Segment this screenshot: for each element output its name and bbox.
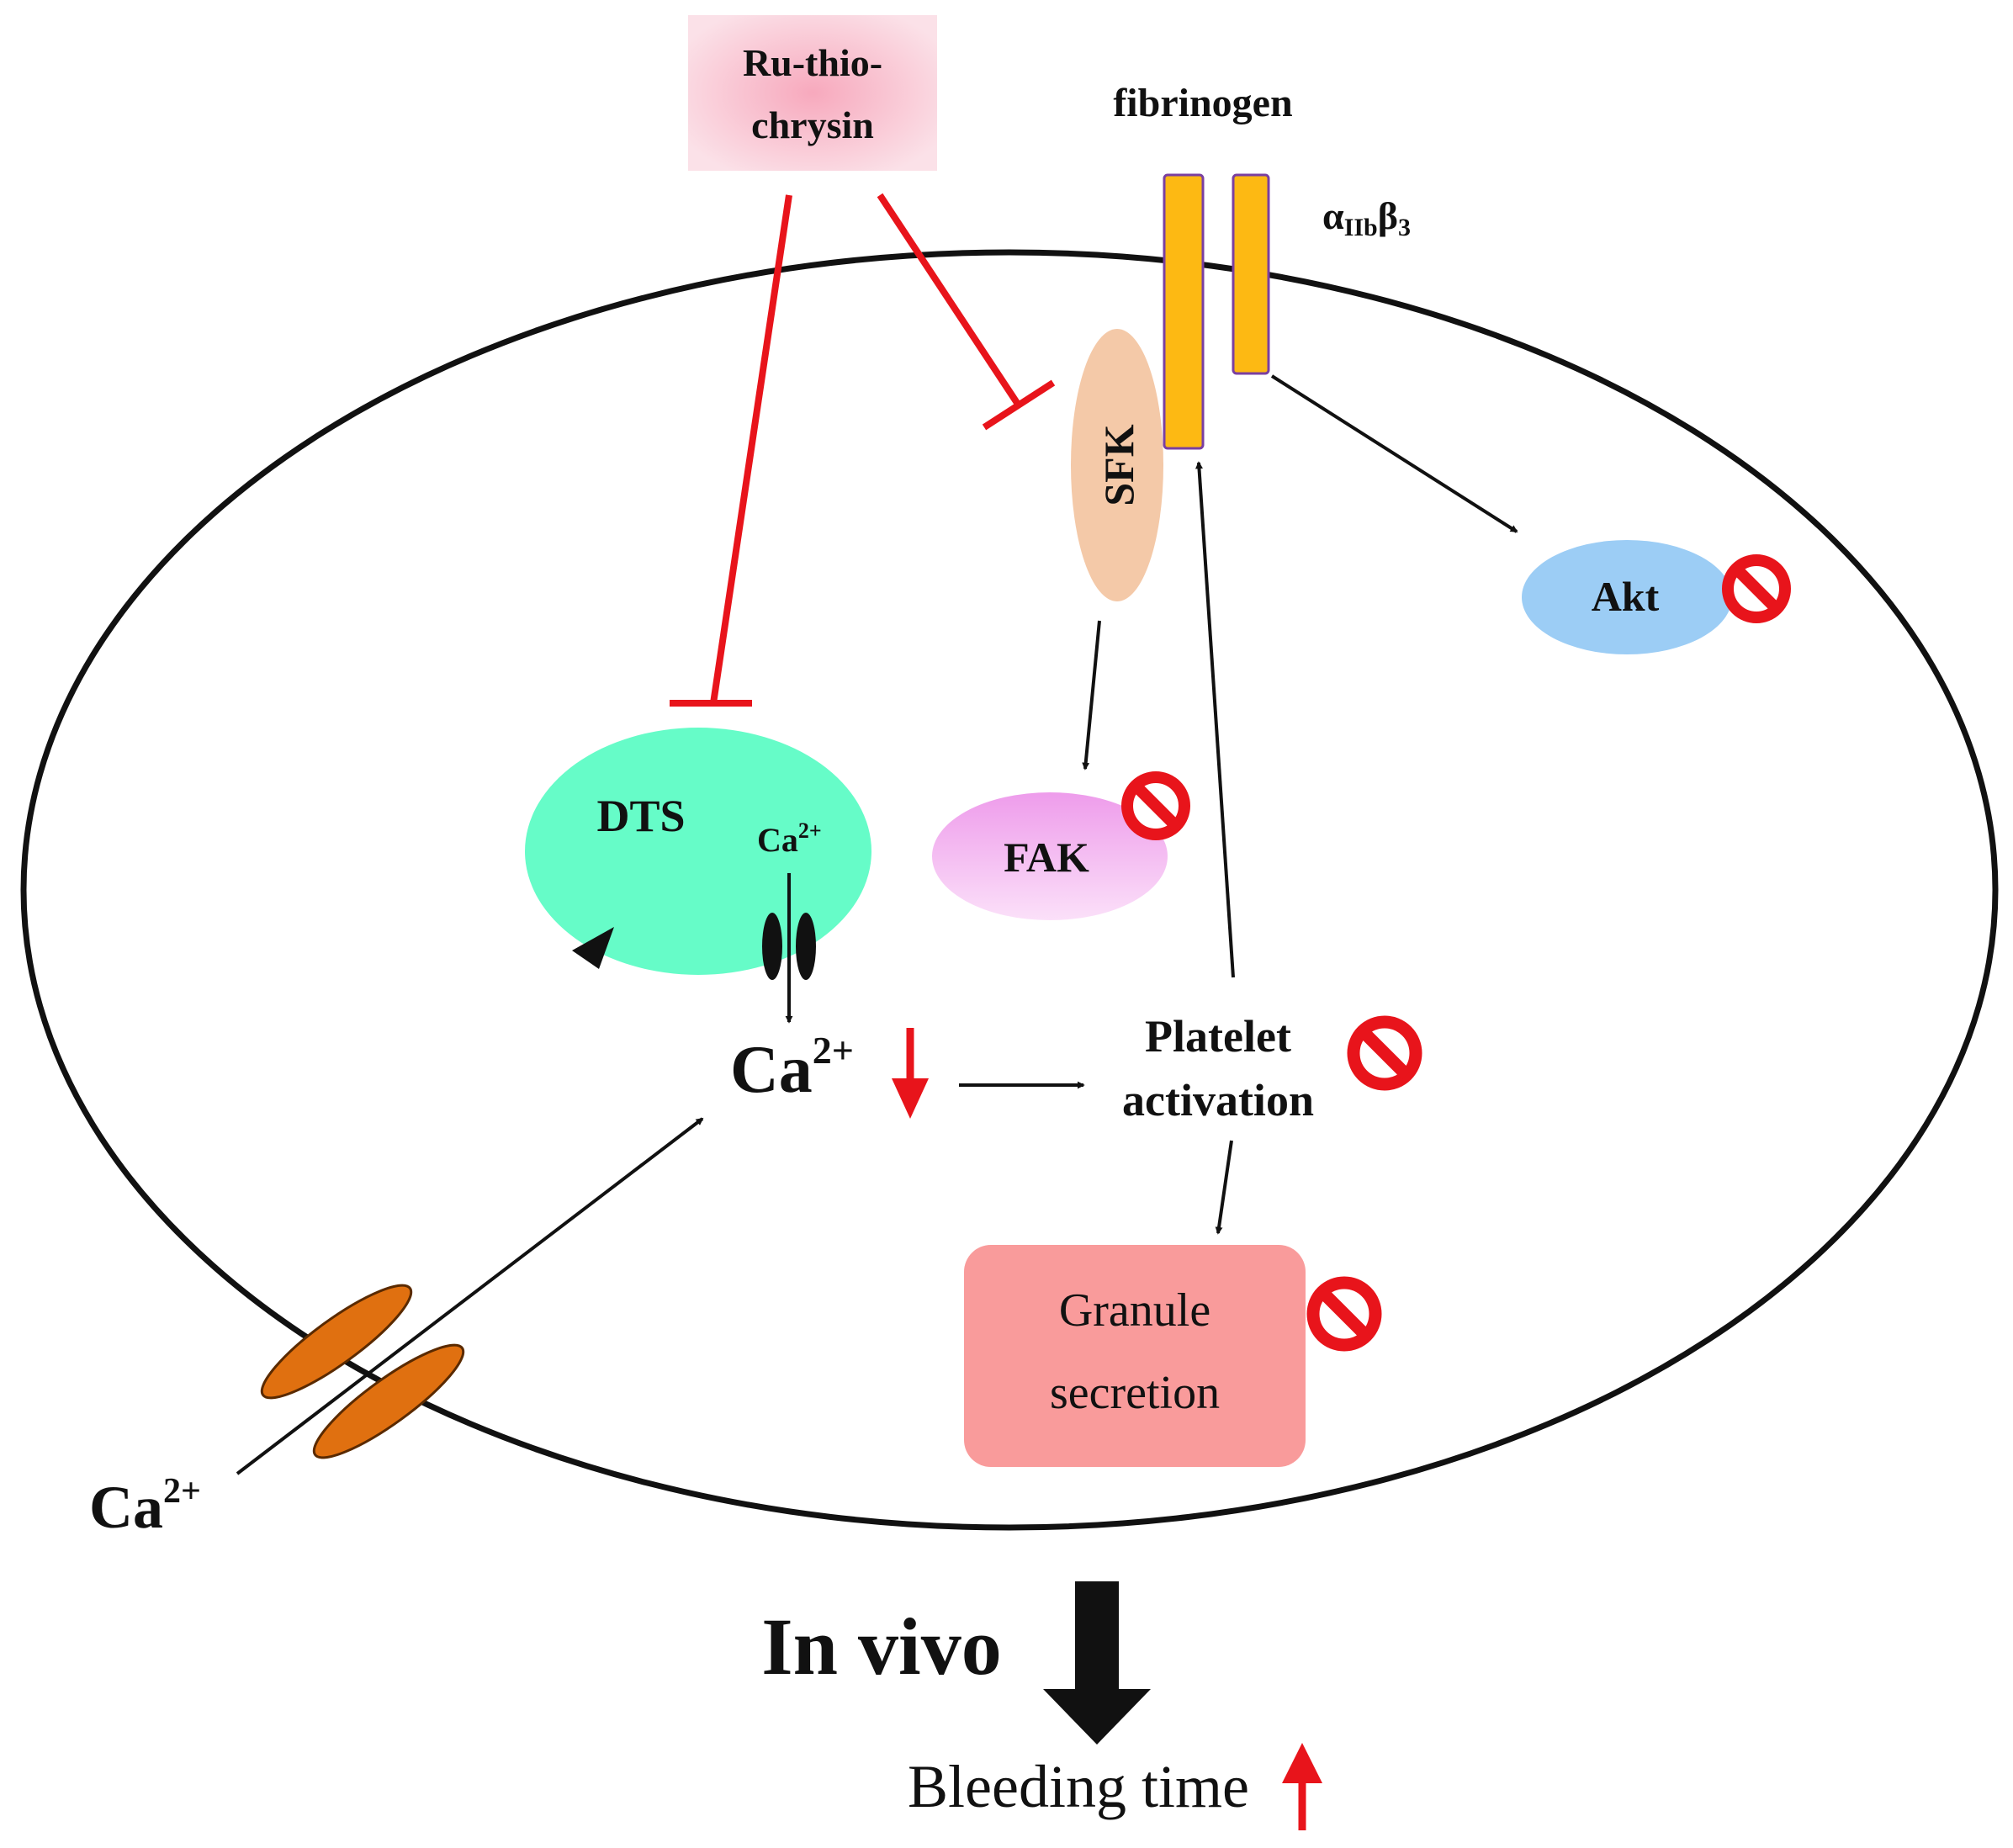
granule-secretion-line1: Granule [1059, 1284, 1210, 1337]
in-vivo-down-arrow [1043, 1581, 1151, 1745]
arrow-integrin-to-akt [1270, 374, 1518, 533]
fak-blocked-icon [1121, 771, 1190, 840]
akt-label: Akt [1592, 573, 1660, 620]
integrin-beta-subunit [1232, 173, 1270, 375]
dts-calcium-label: Ca2+ [757, 818, 822, 859]
cell-membrane [20, 249, 1999, 1531]
in-vivo-label: In vivo [761, 1602, 1001, 1692]
calcium-decrease-arrow [892, 1028, 929, 1119]
inhibition-to-sfk [877, 193, 1056, 431]
extracellular-calcium-label: Ca2+ [89, 1472, 201, 1541]
arrow-calcium-influx [236, 1117, 704, 1475]
sfk-label: SFK [1095, 424, 1142, 506]
granule-secretion-blocked-icon [1306, 1276, 1382, 1352]
bleeding-time-increase-arrow [1282, 1743, 1322, 1830]
drug-label-line1: Ru-thio- [743, 41, 882, 84]
sfk-node [1071, 329, 1163, 601]
arrow-activation-to-granule [1215, 1140, 1233, 1235]
arrow-sfk-to-fak [1082, 620, 1101, 770]
cytosolic-calcium-label: Ca2+ [730, 1029, 854, 1107]
integrin-label: αIIbβ3 [1322, 194, 1411, 241]
dts-label: DTS [596, 791, 685, 841]
bleeding-time-label: Bleeding time [908, 1753, 1249, 1820]
akt-node [1522, 540, 1732, 654]
inhibition-to-dts [670, 194, 792, 707]
platelet-activation-line2: activation [1122, 1075, 1314, 1125]
granule-secretion-line2: secretion [1050, 1367, 1220, 1419]
drug-box: Ru-thio- chrysin [688, 15, 937, 171]
integrin-alpha-subunit [1163, 173, 1205, 450]
dts-node [525, 728, 871, 975]
fak-node [932, 792, 1168, 920]
platelet-activation-line1: Platelet [1145, 1011, 1291, 1062]
arrow-activation-to-integrin [1195, 461, 1235, 978]
platelet-activation-blocked-icon [1347, 1015, 1422, 1091]
fibrinogen-label: fibrinogen [1113, 81, 1292, 125]
granule-secretion-box [964, 1245, 1306, 1467]
drug-label-line2: chrysin [751, 103, 874, 146]
fak-label: FAK [1004, 834, 1089, 881]
membrane-calcium-channel [260, 1284, 465, 1459]
akt-blocked-icon [1722, 554, 1791, 623]
dts-refill-arrow-head [572, 927, 614, 969]
dts-calcium-channel [762, 913, 816, 980]
